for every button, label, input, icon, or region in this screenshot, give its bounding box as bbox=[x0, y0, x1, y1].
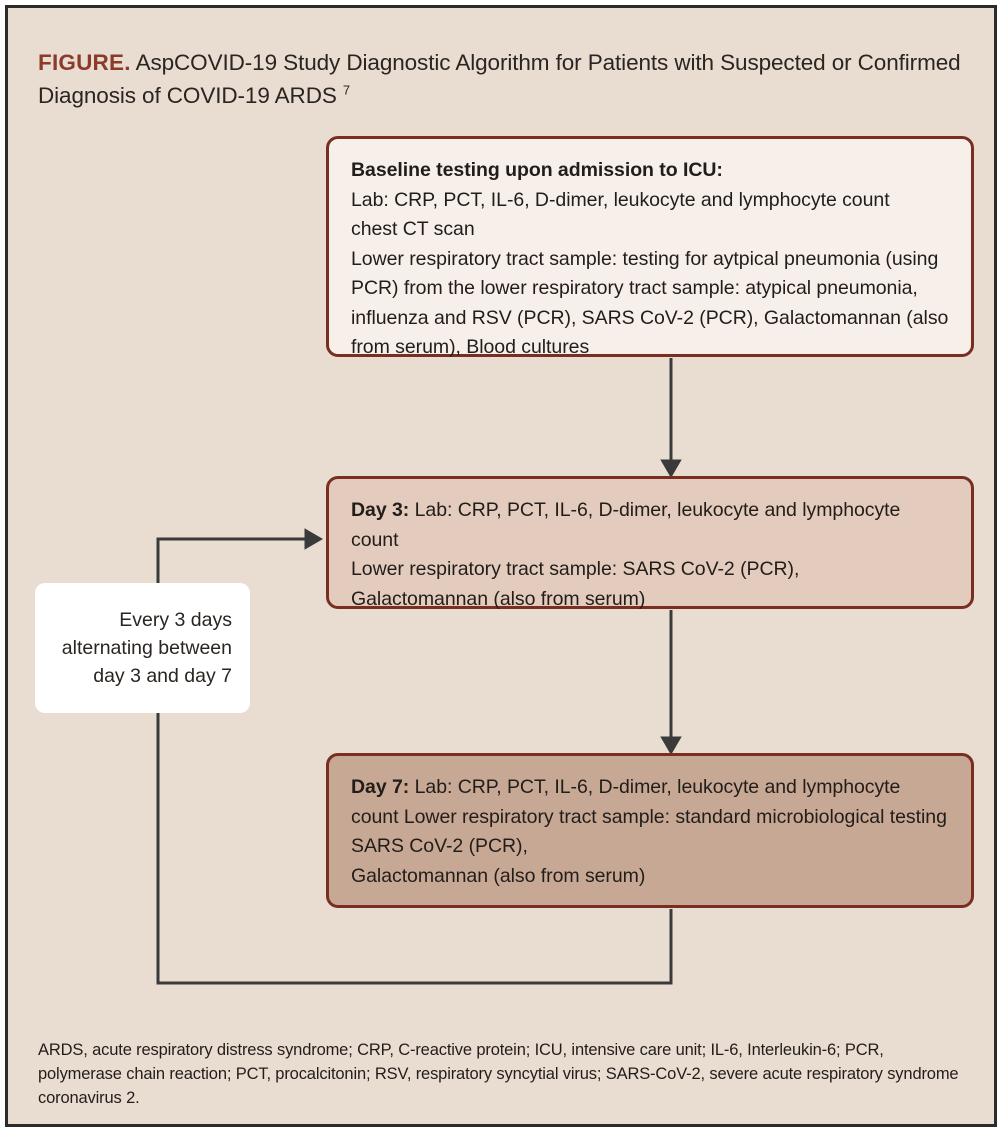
page-title: FIGURE. AspCOVID-19 Study Diagnostic Alg… bbox=[38, 46, 968, 112]
figure-label: FIGURE. bbox=[38, 50, 131, 75]
figure-title-text: AspCOVID-19 Study Diagnostic Algorithm f… bbox=[38, 50, 961, 108]
flow-box-day-7: Day 7: Lab: CRP, PCT, IL-6, D-dimer, leu… bbox=[326, 753, 974, 908]
figure-reference-superscript: 7 bbox=[342, 82, 351, 98]
day3-body: Lab: CRP, PCT, IL-6, D-dimer, leukocyte … bbox=[351, 499, 901, 610]
baseline-body: Lab: CRP, PCT, IL-6, D-dimer, leukocyte … bbox=[351, 188, 949, 359]
figure-footnote: ARDS, acute respiratory distress syndrom… bbox=[38, 1041, 959, 1107]
flow-box-day-3: Day 3: Lab: CRP, PCT, IL-6, D-dimer, leu… bbox=[326, 476, 974, 610]
figure-frame: FIGURE. AspCOVID-19 Study Diagnostic Alg… bbox=[5, 5, 997, 1127]
day3-heading: Day 3: bbox=[351, 499, 410, 521]
callout-text: Every 3 days alternating between day 3 a… bbox=[61, 609, 232, 687]
callout-every-3-days: Every 3 days alternating between day 3 a… bbox=[35, 583, 250, 713]
day7-body: Lab: CRP, PCT, IL-6, D-dimer, leukocyte … bbox=[351, 776, 947, 887]
flow-box-baseline-testing: Baseline testing upon admission to ICU: … bbox=[326, 136, 974, 358]
day7-heading: Day 7: bbox=[351, 776, 410, 798]
baseline-heading: Baseline testing upon admission to ICU: bbox=[351, 159, 723, 181]
